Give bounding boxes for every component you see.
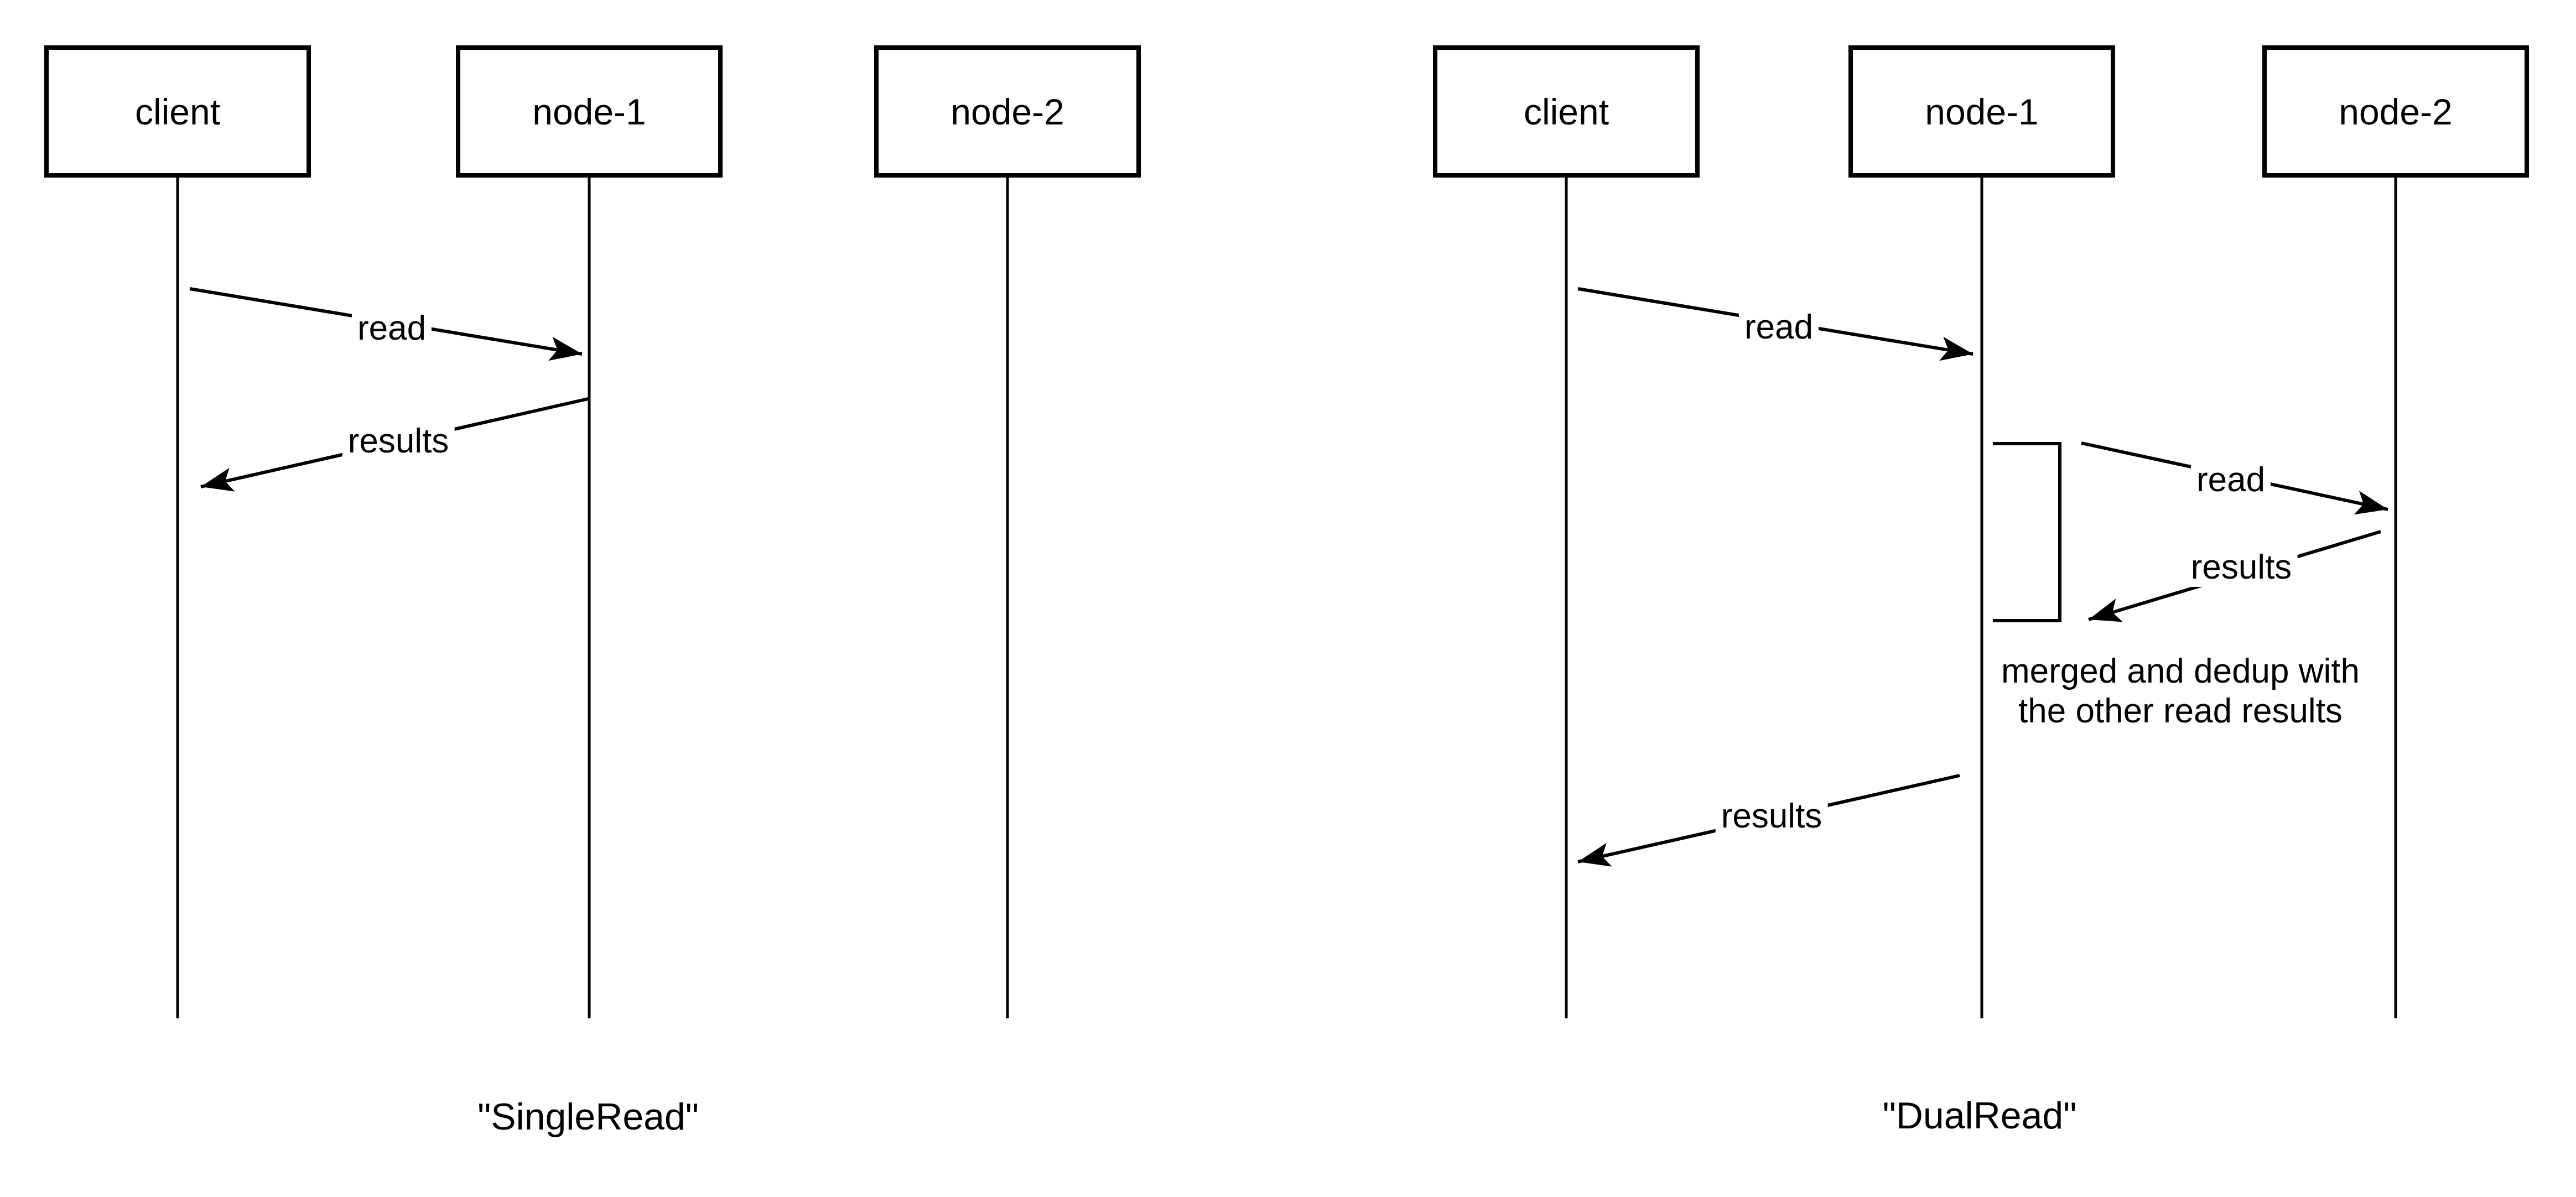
singleread-actor-box-node-1: node-1 xyxy=(456,45,723,178)
diagram-title-dualread: "DualRead" xyxy=(1882,1095,2077,1137)
note-line: the other read results xyxy=(2018,692,2343,730)
message-label-read: read xyxy=(1738,308,1819,347)
dualread-actor-box-client: client xyxy=(1433,45,1700,178)
actor-label: node-1 xyxy=(532,91,646,132)
dualread-actor-box-node-1: node-1 xyxy=(1848,45,2115,178)
actor-label: node-2 xyxy=(2339,91,2453,132)
note-line: merged and dedup with xyxy=(2001,652,2360,690)
note-merged-dedup: merged and dedup with the other read res… xyxy=(2001,652,2360,731)
message-label-results: results xyxy=(2185,548,2298,587)
message-label-read: read xyxy=(2190,461,2271,499)
actor-label: client xyxy=(1523,91,1609,132)
dualread-actor-box-node-2: node-2 xyxy=(2262,45,2529,178)
message-label-results: results xyxy=(342,422,455,461)
actor-label: node-2 xyxy=(951,91,1064,132)
self-call-bracket-node1 xyxy=(1993,442,2061,622)
diagram-title-singleread: "SingleRead" xyxy=(477,1096,699,1138)
actor-label: client xyxy=(134,91,221,132)
singleread-actor-box-node-2: node-2 xyxy=(874,45,1141,178)
singleread-actor-box-client: client xyxy=(44,45,311,178)
message-label-read: read xyxy=(351,309,432,348)
message-label-results: results xyxy=(1715,797,1828,836)
actor-label: node-1 xyxy=(1925,91,2039,132)
